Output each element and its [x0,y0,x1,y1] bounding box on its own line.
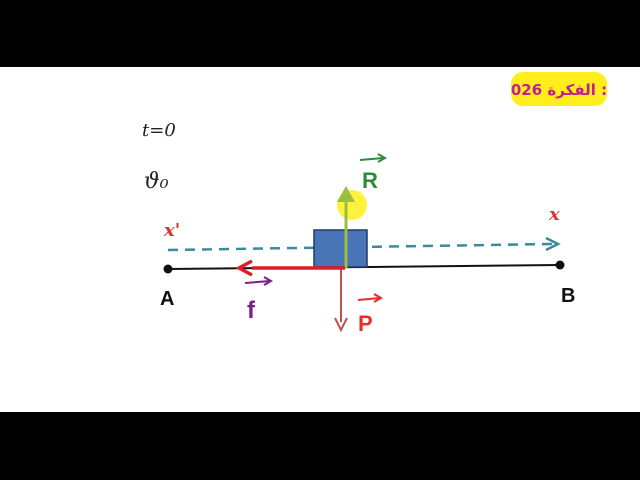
weight-label-arrow-icon [357,297,381,301]
axis-end-mark: x [548,204,560,225]
reaction-label-arrow-icon [359,157,385,161]
reaction-label-group: R [359,153,388,193]
friction-label: f [247,297,256,324]
title-badge-text: الفكرة 026 : [511,81,607,99]
point-a-dot [163,264,173,274]
reaction-force [337,186,355,268]
reaction-vector-arrowhead [337,186,355,202]
weight-label-arrowhead-icon [373,293,384,303]
reaction-label-arrowhead-icon [377,153,388,163]
title-badge-background [511,72,607,106]
block [313,229,368,268]
title-badge: الفكرة 026 : [511,72,607,106]
friction-force [235,259,345,277]
point-b-dot [555,260,565,270]
initial-velocity-annotation: ϑ₀ [144,169,169,194]
bottom-letterbox [0,412,640,480]
friction-label-arrowhead-icon [263,276,274,286]
friction-label-arrow-icon [244,280,271,284]
axis-origin-mark: x' [163,220,180,241]
weight-vector-arrowhead [334,317,348,333]
friction-vector-arrowhead [235,259,253,277]
reaction-label: R [362,168,378,193]
weight-label-group: P [357,293,384,336]
time-annotation: t=0 [142,120,176,141]
point-a-label: A [160,288,174,310]
x-axis-arrowhead [545,236,561,252]
weight-force [334,268,348,333]
friction-label-group: f [244,276,274,324]
point-b-label: B [561,285,575,307]
weight-label: P [358,311,373,336]
top-letterbox [0,0,640,67]
